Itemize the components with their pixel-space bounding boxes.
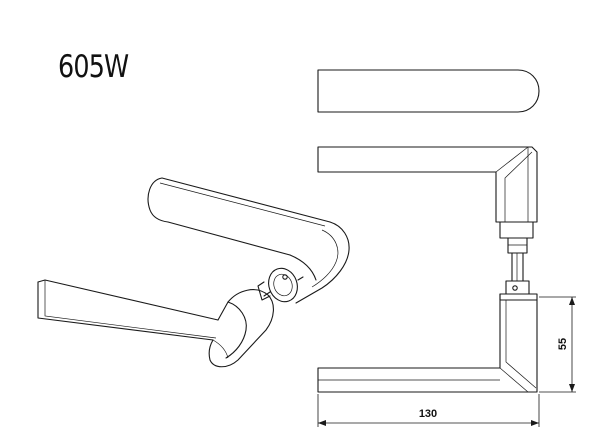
dimension-width: 130: [317, 394, 540, 427]
back-lever: [147, 177, 350, 304]
model-title: 605W: [58, 49, 129, 85]
height-dimension-label: 55: [557, 338, 569, 350]
spindle: [505, 252, 530, 295]
perspective-view: [37, 177, 350, 368]
side-view-upper: [317, 146, 538, 254]
top-view: [317, 69, 540, 113]
dimension-height: 55: [539, 296, 576, 393]
side-view-lower: [317, 293, 538, 393]
spindle-connector: [257, 267, 304, 303]
front-lever: [37, 279, 274, 368]
width-dimension-label: 130: [419, 408, 437, 420]
